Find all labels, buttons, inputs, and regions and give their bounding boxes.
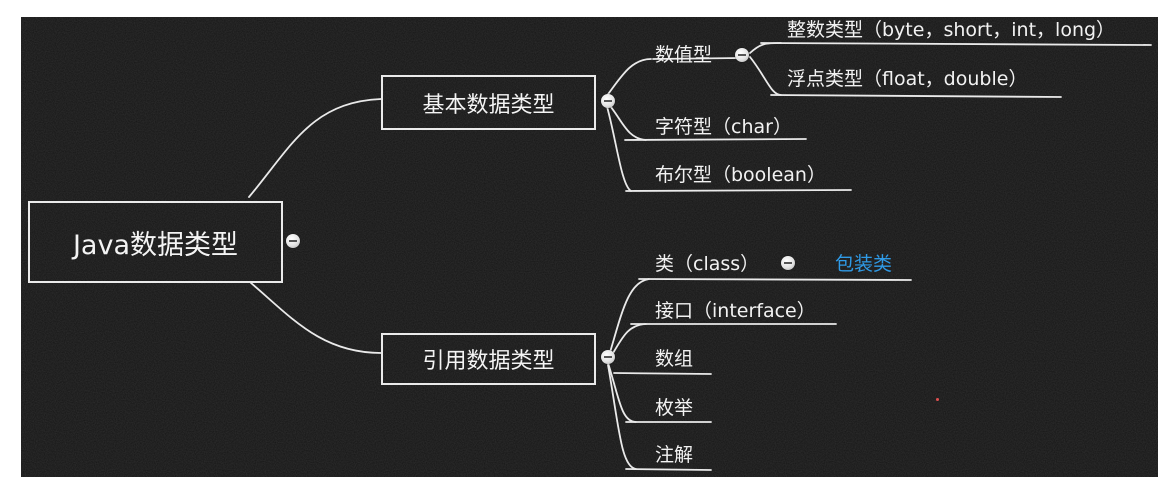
node-char[interactable]: 字符型（char）: [655, 116, 792, 138]
node-interface[interactable]: 接口（interface）: [655, 300, 816, 322]
chalkboard-texture: [21, 17, 1158, 477]
node-integer-types[interactable]: 整数类型（byte，short，int，long）: [787, 19, 1116, 41]
root-node[interactable]: Java数据类型: [28, 201, 283, 283]
connector-ref-class: [607, 278, 650, 360]
node-basic-types[interactable]: 基本数据类型: [381, 75, 596, 130]
wrapper-class-tag[interactable]: 包装类: [835, 253, 893, 275]
root-collapse-knob[interactable]: [286, 234, 300, 248]
connector-root-reference: [250, 282, 382, 354]
connector-basic-numeric: [605, 58, 652, 98]
connector-basic-boolean: [605, 102, 632, 192]
node-class[interactable]: 类（class）: [655, 253, 760, 275]
connector-numeric-float: [749, 56, 782, 96]
node-annotation[interactable]: 注解: [655, 444, 694, 466]
node-array[interactable]: 数组: [655, 348, 694, 370]
connector-ref-annotation: [607, 364, 637, 470]
node-float-types[interactable]: 浮点类型（float，double）: [787, 68, 1028, 90]
mindmap-canvas: Java数据类型 基本数据类型 引用数据类型 数值型 整数类型（byte，sho…: [21, 17, 1158, 477]
node-enum[interactable]: 枚举: [655, 397, 694, 419]
reference-types-collapse-knob[interactable]: [601, 350, 615, 364]
basic-types-collapse-knob[interactable]: [601, 94, 615, 108]
node-numeric[interactable]: 数值型: [655, 44, 713, 66]
numeric-collapse-knob[interactable]: [735, 48, 749, 62]
node-basic-types-label: 基本数据类型: [422, 92, 555, 118]
connector-basic-char: [605, 100, 647, 141]
stray-dot: [936, 398, 939, 401]
connector-numeric-integer: [749, 42, 782, 54]
node-reference-types-label: 引用数据类型: [422, 349, 555, 374]
connector-lines: [248, 42, 1152, 471]
class-collapse-knob[interactable]: [781, 256, 795, 270]
root-label: Java数据类型: [72, 229, 239, 261]
node-boolean[interactable]: 布尔型（boolean）: [655, 164, 826, 186]
connector-root-basic: [248, 98, 382, 198]
node-reference-types[interactable]: 引用数据类型: [381, 333, 596, 385]
